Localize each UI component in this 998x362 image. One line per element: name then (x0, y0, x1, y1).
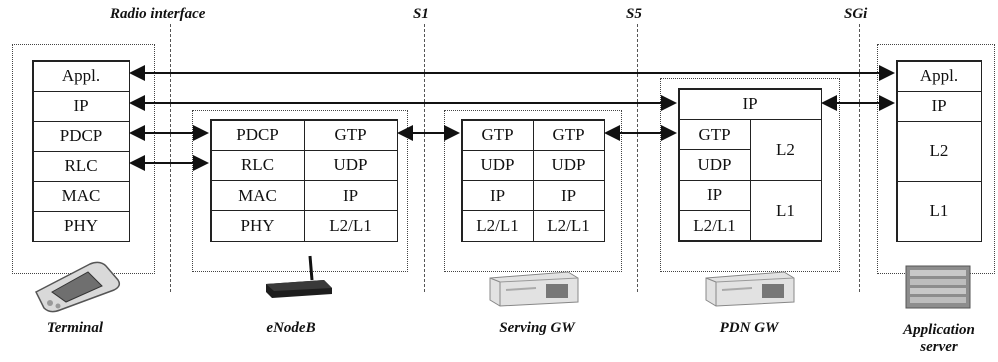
pdn-l2l1-layer: L2/L1 (678, 210, 751, 242)
sgw-udp-right-layer: UDP (532, 149, 605, 181)
app-server-label: Application server (884, 322, 994, 356)
server-rack-icon (905, 265, 971, 309)
enodeb-protocol-stack: PDCP GTP RLC UDP MAC IP PHY L2/L1 (210, 119, 398, 242)
enodeb-phy-layer: PHY (210, 210, 305, 242)
pdn-l2-layer: L2 (749, 118, 822, 181)
server-icon (489, 271, 579, 307)
pdn-gw-label: PDN GW (719, 320, 779, 336)
enodeb-l2l1-layer: L2/L1 (303, 210, 398, 242)
enodeb-gtp-layer: GTP (303, 119, 398, 151)
pdn-udp-layer: UDP (678, 149, 751, 181)
sgw-ip-left-layer: IP (461, 180, 534, 212)
interface-line-s5 (637, 24, 638, 292)
sgw-gtp-left-layer: GTP (461, 119, 534, 151)
sgw-udp-left-layer: UDP (461, 149, 534, 181)
enodeb-ip-layer: IP (303, 180, 398, 212)
app-server-label-line1: Application (903, 322, 975, 338)
interface-label-s1: S1 (413, 6, 429, 22)
app-l2-layer: L2 (896, 120, 982, 182)
enodeb-udp-layer: UDP (303, 149, 398, 181)
sgw-gtp-right-layer: GTP (532, 119, 605, 151)
enodeb-mac-layer: MAC (210, 180, 305, 212)
terminal-protocol-stack: Appl. IP PDCP RLC MAC PHY (32, 60, 130, 242)
pdn-l1-layer: L1 (749, 179, 822, 242)
enodeb-label: eNodeB (266, 320, 316, 336)
sgw-ip-right-layer: IP (532, 180, 605, 212)
pdn-gtp-layer: GTP (678, 118, 751, 151)
sgw-l2l1-right-layer: L2/L1 (532, 210, 605, 242)
serving-gw-label: Serving GW (499, 320, 575, 336)
pdn-ip-top-layer: IP (678, 88, 822, 120)
interface-label-sgi: SGi (844, 6, 868, 22)
app-ip-layer: IP (896, 90, 982, 122)
interface-label-radio: Radio interface (110, 6, 206, 22)
sgw-l2l1-left-layer: L2/L1 (461, 210, 534, 242)
enodeb-pdcp-layer: PDCP (210, 119, 305, 151)
app-l1-layer: L1 (896, 180, 982, 242)
pda-icon (34, 261, 121, 313)
interface-line-s1 (424, 24, 425, 292)
app-server-protocol-stack: Appl. IP L2 L1 (896, 60, 982, 242)
terminal-pdcp-layer: PDCP (32, 120, 130, 152)
interface-label-s5: S5 (626, 6, 642, 22)
serving-gw-protocol-stack: GTP GTP UDP UDP IP IP L2/L1 L2/L1 (461, 119, 605, 242)
enodeb-rlc-layer: RLC (210, 149, 305, 181)
pdn-gw-protocol-stack: IP GTP UDP IP L2/L1 L2 L1 (678, 88, 822, 242)
terminal-phy-layer: PHY (32, 210, 130, 242)
router-icon (266, 255, 332, 298)
app-server-label-line2: server (920, 339, 958, 355)
server-icon (705, 271, 795, 307)
terminal-label: Terminal (46, 320, 104, 336)
interface-line-sgi (859, 24, 860, 292)
